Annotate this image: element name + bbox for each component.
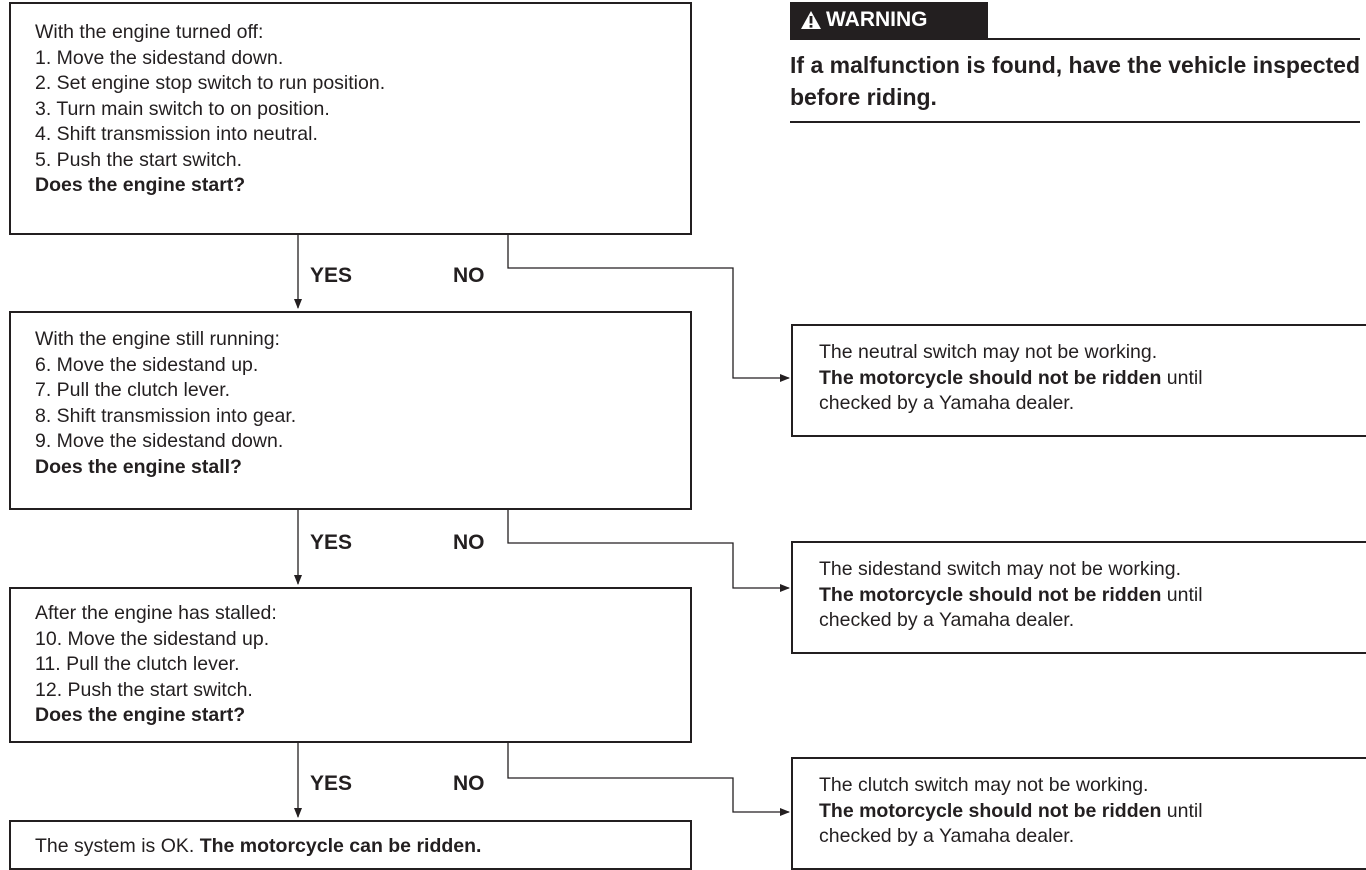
result-2-tail: until xyxy=(1161,583,1203,606)
step-1-line: 5. Push the start switch. xyxy=(35,148,243,171)
result-1-advice: The motorcycle should not be ridden unti… xyxy=(819,366,1366,392)
result-1-line: The neutral switch may not be working. xyxy=(819,341,1158,363)
step-1-line: 3. Turn main switch to on position. xyxy=(35,97,330,120)
result-1-line: checked by a Yamaha dealer. xyxy=(819,392,1075,414)
step-2-line: 6. Move the sidestand up. xyxy=(35,353,259,376)
result-1-bold: The motorcycle should not be ridden xyxy=(819,366,1162,389)
step-3-line: 12. Push the start switch. xyxy=(35,678,253,701)
warning-triangle-icon xyxy=(801,11,821,29)
warning-bottom-rule xyxy=(790,121,1360,123)
final-result-box: The system is OK. The motorcycle can be … xyxy=(9,820,692,870)
warning-header: WARNING xyxy=(790,2,988,40)
step-1-line: 1. Move the sidestand down. xyxy=(35,46,284,69)
result-2-line: checked by a Yamaha dealer. xyxy=(819,609,1075,631)
step-3-question: Does the engine start? xyxy=(35,704,246,726)
warning-title: WARNING xyxy=(826,8,928,31)
result-2-advice: The motorcycle should not be ridden unti… xyxy=(819,583,1366,609)
step-box-1: With the engine turned off: 1. Move the … xyxy=(9,2,692,235)
step-3-line: 10. Move the sidestand up. xyxy=(35,627,270,650)
step-1-line: 4. Shift transmission into neutral. xyxy=(35,123,318,145)
step-box-2: With the engine still running: 6. Move t… xyxy=(9,311,692,510)
no-label-2: NO xyxy=(453,531,485,554)
result-3-tail: until xyxy=(1161,799,1203,822)
no-connector-2 xyxy=(507,510,790,592)
step-1-line: With the engine turned off: xyxy=(35,21,264,43)
result-box-neutral: The neutral switch may not be working. T… xyxy=(791,324,1366,437)
warning-top-rule xyxy=(988,38,1360,40)
step-3-line: 11. Pull the clutch lever. xyxy=(35,653,240,675)
step-box-3: After the engine has stalled: 10. Move t… xyxy=(9,587,692,743)
step-1-line: 2. Set engine stop switch to run positio… xyxy=(35,72,386,94)
warning-text: If a malfunction is found, have the vehi… xyxy=(790,52,1361,110)
step-2-line: 9. Move the sidestand down. xyxy=(35,430,284,452)
result-2-line: The sidestand switch may not be working. xyxy=(819,558,1182,580)
result-3-line: checked by a Yamaha dealer. xyxy=(819,825,1075,847)
step-3-line: After the engine has stalled: xyxy=(35,602,277,624)
result-box-sidestand: The sidestand switch may not be working.… xyxy=(791,541,1366,654)
step-2-question: Does the engine stall? xyxy=(35,455,242,478)
final-result-text: The system is OK. The motorcycle can be … xyxy=(35,834,690,860)
step-2-line: 7. Pull the clutch lever. xyxy=(35,379,231,401)
final-result-plain: The system is OK. xyxy=(35,835,200,857)
final-result-bold: The motorcycle can be ridden. xyxy=(199,835,482,857)
step-1-question: Does the engine start? xyxy=(35,174,246,196)
yes-label-1: YES xyxy=(310,264,353,287)
no-label-3: NO xyxy=(453,772,485,795)
result-2-bold: The motorcycle should not be ridden xyxy=(819,583,1162,606)
no-connector-1 xyxy=(507,235,790,382)
result-3-bold: The motorcycle should not be ridden xyxy=(819,799,1162,822)
step-2-line: With the engine still running: xyxy=(35,328,280,350)
yes-label-3: YES xyxy=(310,772,353,795)
yes-label-2: YES xyxy=(310,531,353,554)
result-box-clutch: The clutch switch may not be working. Th… xyxy=(791,757,1366,870)
result-3-advice: The motorcycle should not be ridden unti… xyxy=(819,799,1366,825)
step-2-line: 8. Shift transmission into gear. xyxy=(35,404,297,427)
no-label-1: NO xyxy=(453,264,485,287)
result-3-line: The clutch switch may not be working. xyxy=(819,774,1149,796)
no-connector-3 xyxy=(507,743,790,816)
result-1-tail: until xyxy=(1161,366,1203,389)
